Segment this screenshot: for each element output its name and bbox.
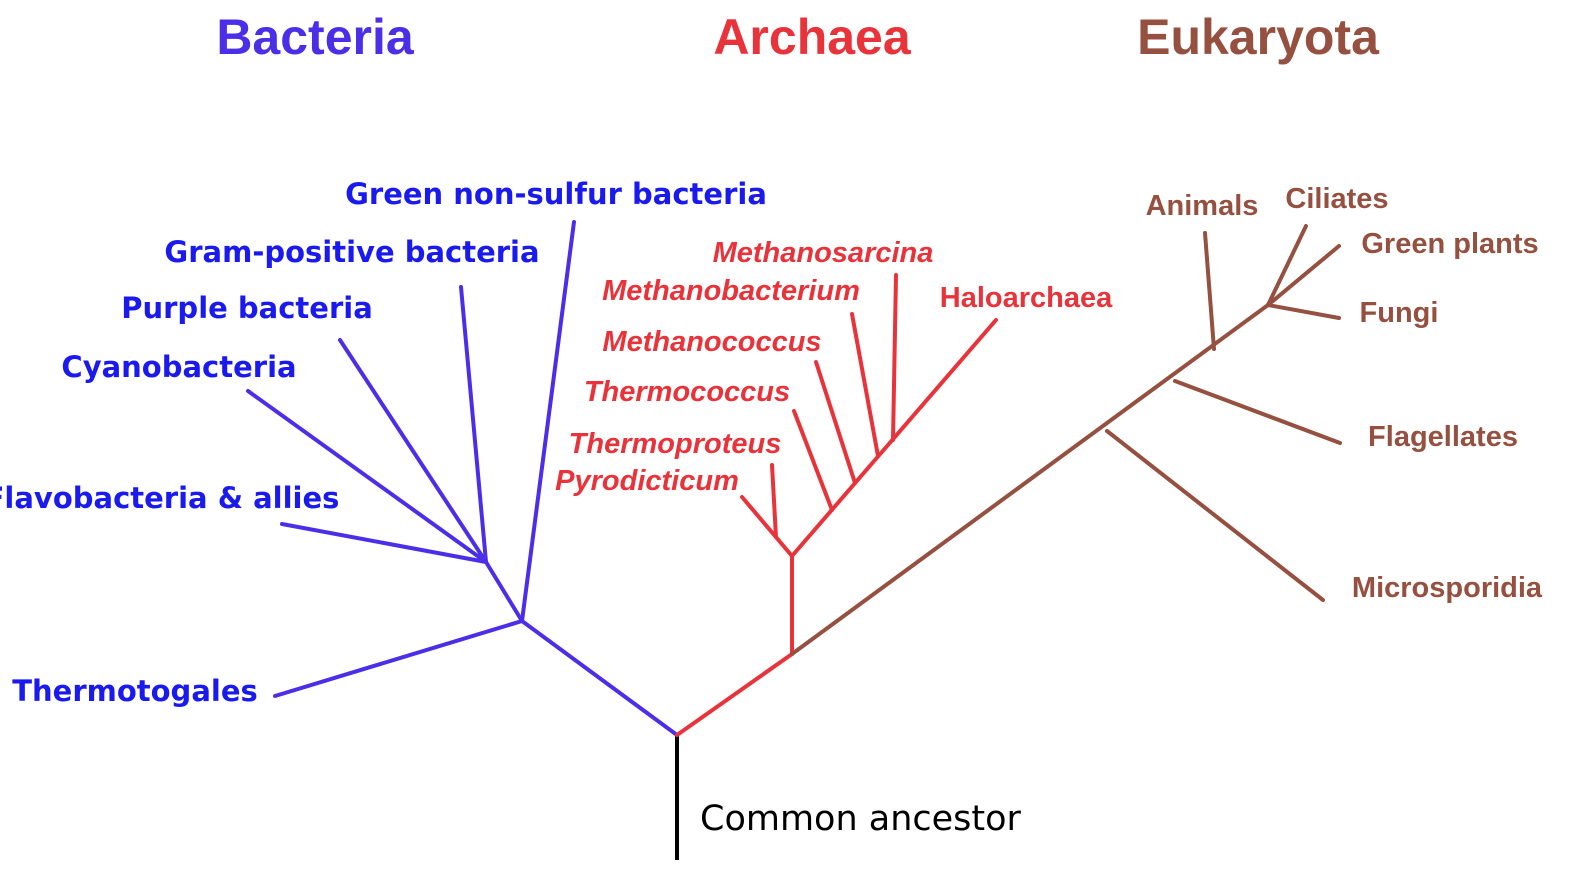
taxon-label-fungi: Fungi (1360, 297, 1439, 329)
branch-cyanobacteria (246, 389, 488, 564)
taxon-label-methanosarcina: Methanosarcina (713, 237, 934, 269)
taxon-label-gram-positive: Gram-positive bacteria (164, 235, 539, 269)
taxon-label-ciliates: Ciliates (1285, 183, 1388, 215)
branch-gram-positive (459, 285, 488, 564)
eukaryota-clade (790, 224, 1342, 656)
branch-purple-bacteria (338, 338, 488, 564)
branch-thermococcus (792, 409, 834, 512)
bacteria-stem-branch (520, 619, 679, 737)
taxon-label-methanobacterium: Methanobacterium (602, 275, 860, 307)
branch-ciliates (1266, 224, 1308, 307)
taxon-label-methanococcus: Methanococcus (602, 326, 821, 358)
archaea-stem-branch (675, 652, 794, 737)
taxon-label-thermococcus: Thermococcus (584, 376, 790, 408)
taxon-label-green-non-sulfur: Green non-sulfur bacteria (345, 177, 767, 211)
domain-title-archaea: Archaea (713, 9, 912, 65)
taxon-label-flagellates: Flagellates (1368, 421, 1518, 453)
bacteria-inner-branch (484, 560, 524, 623)
taxon-label-thermotogales: Thermotogales (12, 674, 258, 708)
branch-fungi (1266, 303, 1341, 320)
domain-title-bacteria: Bacteria (216, 9, 415, 65)
branch-flagellates (1173, 379, 1342, 445)
branch-methanobacterium (850, 312, 880, 458)
branch-methanococcus (814, 360, 857, 485)
branch-animals (1203, 231, 1216, 351)
taxon-label-haloarchaea: Haloarchaea (940, 282, 1113, 314)
taxon-label-purple-bacteria: Purple bacteria (121, 291, 373, 325)
bacteria-clade (246, 220, 679, 737)
branch-microsporidia (1105, 429, 1325, 602)
branch-green-non-sulfur (520, 220, 576, 623)
taxon-label-microsporidia: Microsporidia (1352, 572, 1543, 604)
archaea-clade (675, 273, 998, 737)
branch-pyrodicticum (740, 495, 794, 558)
branch-methanosarcina (891, 273, 898, 442)
branch-flavobacteria (280, 522, 488, 564)
taxon-label-pyrodicticum: Pyrodicticum (555, 465, 739, 497)
taxon-label-thermoproteus: Thermoproteus (569, 428, 782, 460)
eukaryota-stem-branch (790, 303, 1270, 656)
taxon-label-animals: Animals (1146, 190, 1259, 222)
branch-thermotogales (273, 619, 524, 698)
taxon-label-flavobacteria: Flavobacteria & allies (0, 481, 339, 515)
branch-thermoproteus (770, 463, 778, 539)
domain-title-eukaryota: Eukaryota (1137, 9, 1380, 65)
taxon-label-cyanobacteria: Cyanobacteria (61, 350, 296, 384)
taxon-label-green-plants: Green plants (1361, 228, 1538, 260)
root-label: Common ancestor (700, 799, 1022, 839)
branch-green-plants (1266, 244, 1341, 307)
